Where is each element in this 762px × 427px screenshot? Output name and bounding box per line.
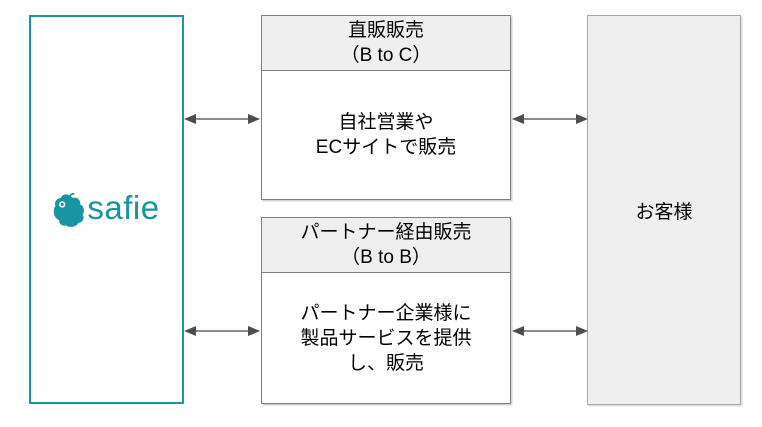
safie-box: safie [29, 15, 184, 404]
direct-sales-header: 直販販売 （B to C） [262, 16, 510, 71]
direct-sales-box: 直販販売 （B to C） 自社営業や ECサイトで販売 [261, 15, 511, 200]
safie-bird-icon [54, 192, 85, 227]
double-headed-arrow-icon [512, 326, 588, 336]
partner-sales-header: パートナー経由販売 （B to B） [262, 218, 510, 273]
safie-wordmark: safie [87, 189, 160, 226]
partner-sales-body: パートナー企業様に製品サービスを提供し、販売 [262, 273, 510, 403]
body-line: し、販売 [347, 352, 424, 374]
customer-label: お客様 [635, 201, 693, 223]
body-line: 製品サービスを提供 [300, 327, 472, 349]
body-line: 自社営業や [338, 112, 434, 133]
safie-logo: safie [53, 191, 159, 228]
direct-sales-body: 自社営業や ECサイトで販売 [262, 71, 510, 199]
double-headed-arrow-icon [184, 326, 260, 336]
partner-sales-box: パートナー経由販売 （B to B） パートナー企業様に製品サービスを提供し、販… [261, 217, 511, 404]
partner-sales-header-line1: パートナー経由販売 [300, 222, 472, 243]
body-line: パートナー企業様に [300, 302, 472, 324]
direct-sales-header-line1: 直販販売 [347, 20, 424, 41]
direct-sales-header-line2: （B to C） [340, 45, 432, 66]
customer-box: お客様 [587, 15, 741, 405]
double-headed-arrow-icon [184, 114, 260, 124]
partner-sales-header-line2: （B to B） [341, 247, 431, 268]
double-headed-arrow-icon [512, 114, 588, 124]
body-line: ECサイトで販売 [315, 137, 457, 158]
